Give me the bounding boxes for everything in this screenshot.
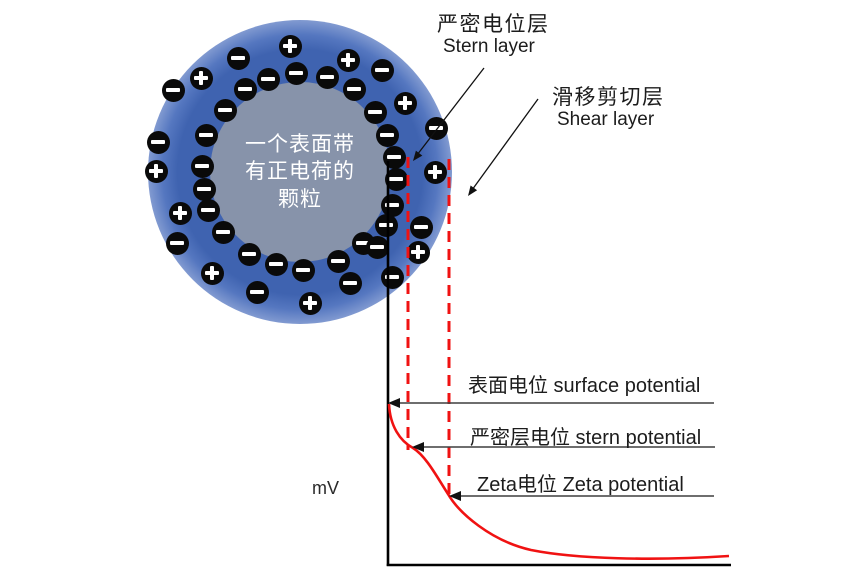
minus-ion bbox=[161, 78, 185, 102]
plus-ion bbox=[278, 34, 302, 58]
minus-ion bbox=[315, 65, 339, 89]
plus-ion bbox=[168, 201, 192, 225]
minus-ion bbox=[237, 242, 261, 266]
potential-decay-curve bbox=[387, 403, 730, 560]
particle-caption-line2: 有正电荷的 bbox=[245, 160, 355, 184]
minus-ion bbox=[363, 100, 387, 124]
minus-ion bbox=[146, 130, 170, 154]
shear-layer-arrow bbox=[471, 98, 539, 191]
plus-ion bbox=[393, 91, 417, 115]
minus-ion bbox=[256, 67, 280, 91]
minus-ion bbox=[284, 61, 308, 85]
minus-ion bbox=[374, 213, 398, 237]
plus-ion bbox=[200, 261, 224, 285]
minus-ion bbox=[375, 123, 399, 147]
stern-potential-label: 严密层电位 stern potential bbox=[470, 427, 702, 449]
minus-ion bbox=[384, 167, 408, 191]
minus-ion bbox=[233, 77, 257, 101]
stern-layer-label-cn: 严密电位层 bbox=[437, 13, 550, 36]
particle-caption-line3: 颗粒 bbox=[278, 187, 322, 211]
stern-layer-label-en: Stern layer bbox=[443, 36, 535, 57]
minus-ion bbox=[380, 193, 404, 217]
stern-layer-arrowhead bbox=[413, 150, 423, 161]
surface-potential-arrowhead bbox=[388, 398, 400, 408]
plus-ion bbox=[189, 66, 213, 90]
plus-ion bbox=[298, 291, 322, 315]
minus-ion bbox=[165, 231, 189, 255]
minus-ion bbox=[370, 58, 394, 82]
zeta-potential-label: Zeta电位 Zeta potential bbox=[477, 474, 684, 496]
stern-potential-arrowhead bbox=[412, 442, 424, 452]
plus-ion bbox=[144, 159, 168, 183]
minus-ion bbox=[211, 220, 235, 244]
minus-ion bbox=[342, 77, 366, 101]
minus-ion bbox=[213, 98, 237, 122]
minus-ion bbox=[190, 154, 214, 178]
minus-ion bbox=[338, 271, 362, 295]
stern-layer-arrow bbox=[416, 67, 485, 156]
minus-ion bbox=[291, 258, 315, 282]
shear-layer-label-en: Shear layer bbox=[557, 109, 655, 130]
plus-ion bbox=[336, 48, 360, 72]
surface-potential-label: 表面电位 surface potential bbox=[468, 375, 701, 397]
axis-unit-label: mV bbox=[312, 478, 339, 498]
minus-ion bbox=[196, 198, 220, 222]
minus-ion bbox=[409, 215, 433, 239]
zeta-potential-arrowhead bbox=[449, 491, 461, 501]
minus-ion bbox=[326, 249, 350, 273]
minus-ion bbox=[226, 46, 250, 70]
minus-ion bbox=[192, 177, 216, 201]
minus-ion bbox=[264, 252, 288, 276]
minus-ion bbox=[245, 280, 269, 304]
shear-layer-arrowhead bbox=[468, 185, 478, 196]
plus-ion bbox=[406, 240, 430, 264]
shear-layer-label-cn: 滑移剪切层 bbox=[552, 86, 665, 109]
minus-ion bbox=[365, 235, 389, 259]
minus-ion bbox=[194, 123, 218, 147]
plus-ion bbox=[423, 160, 447, 184]
particle-caption-line1: 一个表面带 bbox=[245, 132, 355, 156]
minus-ion bbox=[380, 265, 404, 289]
